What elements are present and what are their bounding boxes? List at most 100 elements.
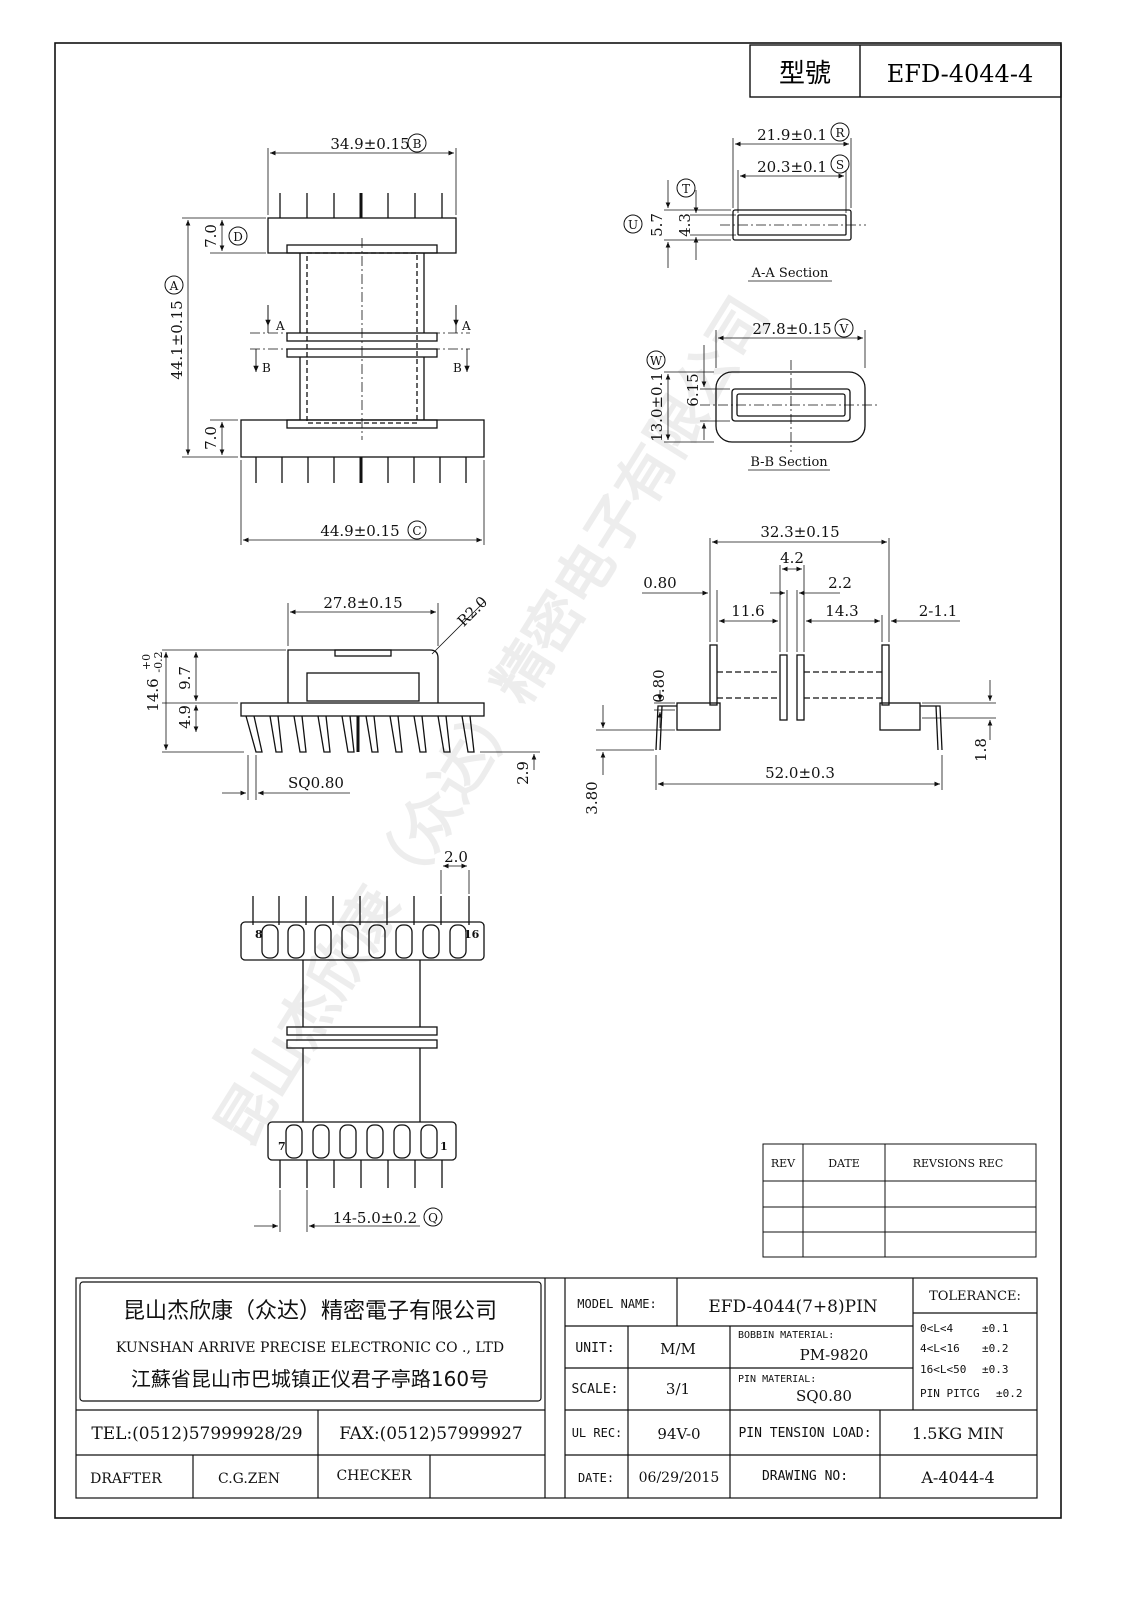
pin-8-label: 8 — [255, 928, 263, 941]
bottom-view-lower-pins — [279, 1160, 443, 1188]
dim-pitch-id: Q — [428, 1211, 438, 1225]
bottom-view-lower-slots — [285, 1124, 438, 1159]
dim-upper-h-text: 9.7 — [176, 666, 194, 690]
dim-pin-len-text: 2.9 — [514, 761, 532, 785]
dim-side-c1-text: 4.2 — [780, 549, 804, 567]
dim-d-text: 7.0 — [202, 224, 220, 248]
company-address: 江蘇省昆山市巴城镇正仪君子亭路160号 — [131, 1367, 489, 1391]
dim-a-id: A — [169, 279, 179, 293]
drawing-no-label: DRAWING NO: — [762, 1469, 848, 1484]
section-b-left: B — [262, 361, 271, 375]
dim-side-116-text: 11.6 — [731, 602, 764, 620]
aa-section-title: A-A Section — [751, 266, 829, 281]
dim-total-tol-dn: -0.2 — [152, 651, 165, 672]
revision-table — [762, 1143, 1037, 1258]
dim-side-080b-text: 0.80 — [650, 669, 668, 702]
dim-u-text: 5.7 — [648, 213, 666, 237]
tension-label: PIN TENSION LOAD: — [738, 1426, 871, 1441]
dim-r-id: R — [835, 126, 845, 140]
dim-side-080-text: 0.80 — [643, 574, 676, 592]
dim-inner-h-text: 4.3 — [676, 213, 694, 237]
front-view-pins — [245, 715, 475, 753]
dim-s-id: S — [836, 158, 844, 172]
dim-d-id: D — [233, 230, 243, 244]
sheet-border — [54, 42, 1062, 1519]
drafter-label: DRAFTER — [90, 1471, 162, 1487]
dim-bot-flange-text: 7.0 — [202, 426, 220, 450]
ul-value: 94V-0 — [657, 1425, 700, 1443]
scale-label: SCALE: — [572, 1382, 619, 1397]
dim-pitch-text: 14-5.0±0.2 — [333, 1209, 417, 1227]
company-name-cn: 昆山杰欣康（众达）精密電子有限公司 — [123, 1299, 497, 1324]
top-view-labels: 34.9±0.15 B 7.0 D 44.1±0.15 A 7.0 44.9±0… — [164, 133, 471, 540]
bb-section-title: B-B Section — [750, 455, 828, 470]
side-view-labels: 32.3±0.15 4.2 0.80 2.2 11.6 14.3 2-1.1 0… — [583, 523, 990, 815]
dim-b-id: B — [413, 137, 422, 151]
dim-v-text: 27.8±0.15 — [752, 320, 831, 338]
dim-r-text: 21.9±0.1 — [757, 126, 827, 144]
pin-1-label: 1 — [440, 1140, 448, 1153]
section-b-right: B — [453, 361, 462, 375]
dim-side-143-text: 14.3 — [825, 602, 858, 620]
bobbin-material-label: BOBBIN MATERIAL: — [738, 1330, 834, 1341]
pin-16-label: 16 — [464, 928, 480, 941]
aa-section-labels: 21.9±0.1 R 20.3±0.1 S T U 5.7 4.3 A-A Se… — [623, 122, 850, 281]
ul-label: UL REC: — [572, 1426, 623, 1440]
tolerance-range-0: 0<L<4 — [920, 1322, 953, 1335]
dim-lower-h-text: 4.9 — [176, 705, 194, 729]
bottom-view-labels: 2.0 8 16 7 1 14-5.0±0.2 Q — [255, 848, 480, 1227]
company-tel: TEL:(0512)57999928/29 — [91, 1424, 302, 1444]
checker-label: CHECKER — [336, 1468, 412, 1484]
dim-v-id: V — [839, 322, 849, 336]
dim-c-id: C — [412, 524, 421, 538]
dim-side-top-text: 32.3±0.15 — [760, 523, 839, 541]
revisions-header: REVSIONS REC — [913, 1157, 1004, 1170]
tolerance-title: TOLERANCE: — [929, 1289, 1021, 1304]
scale-value: 3/1 — [666, 1380, 690, 1398]
title-block — [75, 1277, 1038, 1499]
dim-c-text: 44.9±0.15 — [320, 522, 399, 540]
bottom-view-upper-slots — [261, 924, 467, 959]
section-a-left: A — [275, 319, 285, 333]
date-header: DATE — [828, 1157, 860, 1170]
unit-value: M/M — [660, 1340, 696, 1358]
tolerance-value-1: ±0.2 — [982, 1342, 1009, 1355]
date-value: 06/29/2015 — [639, 1470, 720, 1486]
dim-b-text: 34.9±0.15 — [330, 135, 409, 153]
aa-section — [664, 138, 866, 282]
model-name-value: EFD-4044(7+8)PIN — [708, 1297, 877, 1317]
dim-side-18-text: 1.8 — [972, 738, 990, 762]
revision-table-headers: REV DATE REVSIONS REC — [771, 1157, 1003, 1170]
dim-side-520-text: 52.0±0.3 — [765, 764, 835, 782]
dim-side-380-text: 3.80 — [583, 781, 601, 814]
side-view — [596, 538, 996, 790]
dim-s-text: 20.3±0.1 — [757, 158, 827, 176]
rev-header: REV — [771, 1157, 796, 1170]
top-view-lower-pins — [255, 457, 467, 483]
pin-material-label: PIN MATERIAL: — [738, 1374, 816, 1385]
bb-section-labels: 27.8±0.15 V W 13.0±0.1 6.15 B-B Section — [646, 318, 854, 470]
drawing-no-value: A-4044-4 — [920, 1468, 994, 1487]
pin-7-label: 7 — [278, 1140, 286, 1153]
tolerance-value-0: ±0.1 — [982, 1322, 1009, 1335]
model-name-label: MODEL NAME: — [577, 1297, 656, 1311]
dim-front-w-text: 27.8±0.15 — [323, 594, 402, 612]
company-name-en: KUNSHAN ARRIVE PRECISE ELECTRONIC CO ., … — [116, 1340, 504, 1356]
dim-side-22-text: 2.2 — [828, 574, 852, 592]
dim-w-id: W — [650, 354, 663, 368]
dim-w-text: 13.0±0.1 — [648, 372, 666, 442]
dim-side-211-text: 2-1.1 — [919, 602, 957, 620]
dim-t-id: T — [682, 182, 690, 196]
tolerance-value-2: ±0.3 — [982, 1363, 1009, 1376]
dim-pin-sq-text: SQ0.80 — [288, 774, 344, 792]
top-view-upper-pins — [279, 193, 443, 218]
title-block-text: 昆山杰欣康（众达）精密電子有限公司 KUNSHAN ARRIVE PRECISE… — [90, 1289, 1022, 1487]
dim-bb-inner-text: 6.15 — [684, 373, 702, 406]
tolerance-range-1: 4<L<16 — [920, 1342, 960, 1355]
dim-u-id: U — [628, 218, 638, 232]
dim-a-text: 44.1±0.15 — [168, 300, 186, 379]
tolerance-value-3: ±0.2 — [996, 1387, 1023, 1400]
top-view — [182, 148, 485, 545]
drafter-value: C.G.ZEN — [218, 1471, 280, 1487]
